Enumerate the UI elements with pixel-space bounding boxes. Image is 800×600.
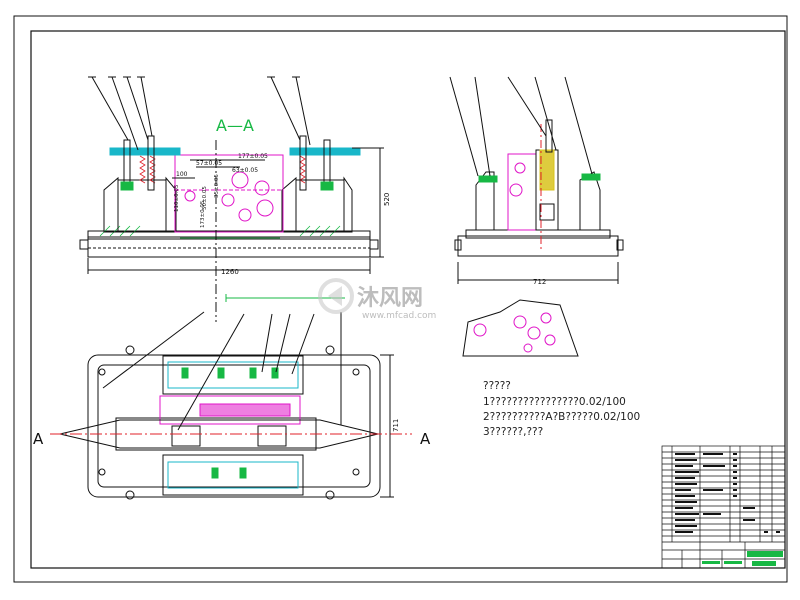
right-clamp-bar bbox=[289, 147, 361, 156]
side-view bbox=[449, 76, 624, 284]
base-rail bbox=[87, 230, 371, 240]
dim-front-width: 1260 bbox=[221, 268, 239, 276]
plan-view bbox=[50, 294, 412, 500]
watermark-url: www.mfcad.com bbox=[362, 311, 436, 321]
notes-line-2: 2??????????A?B?????0.02/100 bbox=[483, 411, 640, 423]
left-clamp-bar bbox=[109, 147, 181, 156]
dim-100: 100 bbox=[176, 171, 188, 178]
dim-57: 57±0.05 bbox=[196, 160, 222, 167]
sheet-outer-border bbox=[13, 15, 788, 583]
dim-plan-height: 711 bbox=[392, 419, 400, 432]
sheet-inner-border bbox=[30, 30, 786, 569]
dim-50: 50±0.05 bbox=[202, 186, 208, 210]
side-base-plate bbox=[457, 235, 619, 257]
watermark-logo-icon bbox=[318, 278, 354, 314]
dim-173: 173±0.05 bbox=[200, 200, 206, 228]
title-block-drawing-no-bar bbox=[752, 561, 776, 566]
section-label: A—A bbox=[216, 116, 254, 135]
dim-110: 110±0.05 bbox=[174, 184, 180, 212]
base-plate bbox=[87, 236, 371, 258]
fixture-body bbox=[174, 154, 284, 233]
title-block-name-bar bbox=[747, 551, 783, 557]
dim-side-width: 712 bbox=[533, 278, 546, 286]
right-support-block bbox=[295, 179, 345, 233]
plan-top-clamp bbox=[162, 355, 304, 395]
watermark-brand: 沐风网 bbox=[357, 286, 423, 311]
section-marker-right: A bbox=[420, 430, 431, 448]
title-block bbox=[661, 445, 786, 569]
title-block-cell-marks bbox=[675, 453, 780, 533]
dim-35: 35±0.05 bbox=[214, 174, 220, 198]
section-view-a-a bbox=[79, 76, 384, 322]
section-marker-left: A bbox=[33, 430, 44, 448]
dim-front-height: 520 bbox=[383, 193, 391, 206]
plan-base-outline bbox=[87, 354, 381, 498]
notes-heading: ????? bbox=[483, 380, 511, 392]
dim-63: 63±0.05 bbox=[232, 167, 258, 174]
watermark bbox=[318, 278, 354, 314]
notes-line-1: 1????????????????0.02/100 bbox=[483, 396, 626, 408]
detail-view bbox=[462, 299, 579, 357]
plan-bottom-clamp bbox=[162, 454, 304, 496]
notes-line-3: 3??????,??? bbox=[483, 426, 543, 438]
dim-177: 177±0.05 bbox=[238, 153, 268, 160]
